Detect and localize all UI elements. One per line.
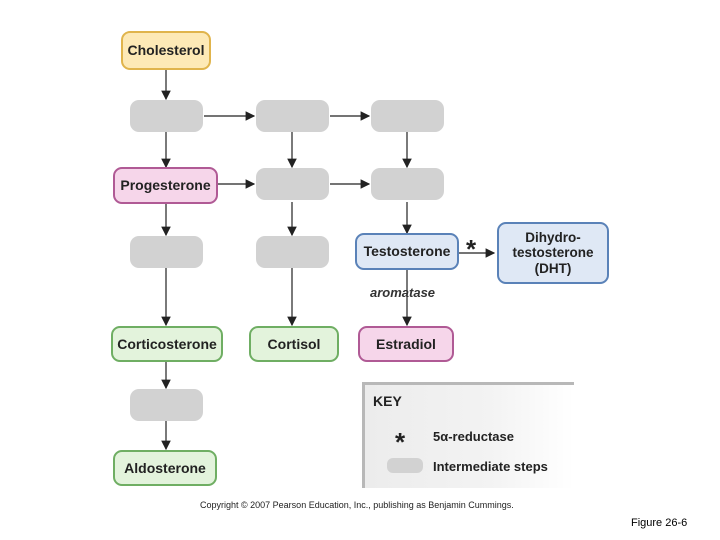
node-aldosterone: Aldosterone xyxy=(113,450,217,486)
key-intermediate-label: Intermediate steps xyxy=(433,459,548,474)
intermediate-step xyxy=(130,236,203,268)
intermediate-step xyxy=(371,100,444,132)
intermediate-step xyxy=(130,389,203,421)
intermediate-step xyxy=(130,100,203,132)
aromatase-label: aromatase xyxy=(370,285,436,300)
reductase-asterisk: * xyxy=(466,234,477,264)
node-testosterone: Testosterone xyxy=(355,233,459,270)
key-reductase-label: 5α-reductase xyxy=(433,429,514,444)
key-title: KEY xyxy=(373,393,402,409)
copyright-text: Copyright © 2007 Pearson Education, Inc.… xyxy=(200,500,514,510)
node-cortisol: Cortisol xyxy=(249,326,339,362)
node-dihydrotestosterone: Dihydro- testosterone (DHT) xyxy=(497,222,609,284)
intermediate-step xyxy=(256,168,329,200)
intermediate-step xyxy=(256,100,329,132)
intermediate-step xyxy=(371,168,444,200)
figure-label: Figure 26-6 xyxy=(631,517,688,529)
key-intermediate-swatch xyxy=(387,458,423,473)
node-progesterone: Progesterone xyxy=(113,167,218,204)
node-estradiol: Estradiol xyxy=(358,326,454,362)
intermediate-step xyxy=(256,236,329,268)
key-box: KEY * 5α-reductase Intermediate steps xyxy=(362,382,574,488)
key-asterisk: * xyxy=(395,427,406,457)
node-corticosterone: Corticosterone xyxy=(111,326,223,362)
node-cholesterol: Cholesterol xyxy=(121,31,211,70)
